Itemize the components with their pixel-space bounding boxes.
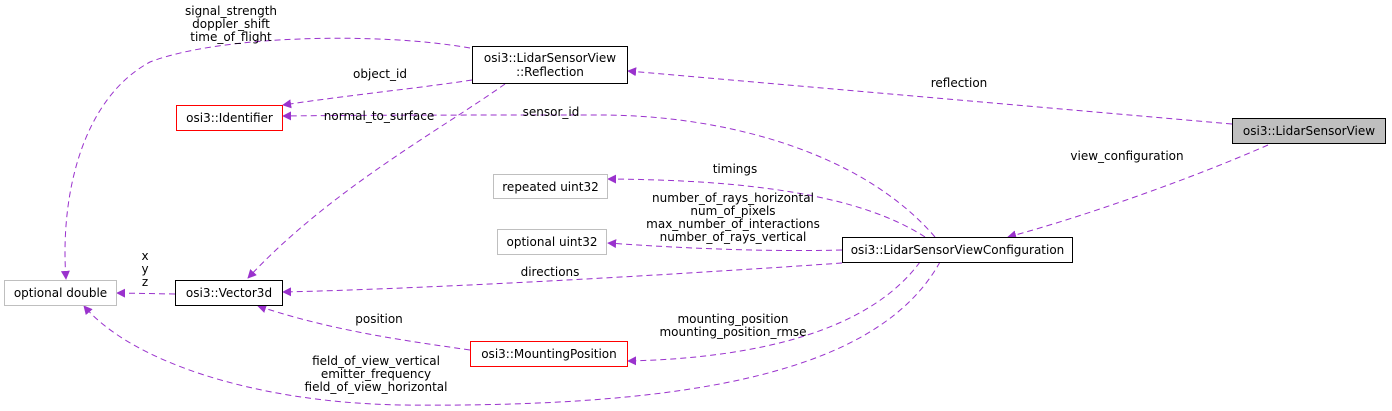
edge-view-configuration: [1007, 144, 1269, 240]
edge-timings: [607, 174, 926, 238]
label-reflection: reflection: [930, 76, 988, 90]
node-repeated-uint32[interactable]: repeated uint32: [493, 174, 608, 199]
edge-object-id: [282, 79, 473, 109]
node-label: osi3::Identifier: [186, 111, 273, 125]
edge-config-doubles: [83, 261, 941, 406]
edge-xyz: [116, 288, 176, 298]
label-sensor-id: sensor_id: [522, 105, 580, 119]
edge-sensor-id: [282, 111, 936, 238]
node-label: optional uint32: [506, 235, 598, 249]
label-mounting-fields: mounting_position mounting_position_rmse: [659, 312, 807, 339]
label-view-configuration: view_configuration: [1070, 149, 1184, 163]
label-normal-to-surface: normal_to_surface: [323, 109, 435, 123]
node-mounting-position[interactable]: osi3::MountingPosition: [470, 341, 628, 367]
edge-reflection-doubles: [60, 37, 471, 280]
edge-directions: [282, 262, 843, 297]
node-label: osi3::LidarSensorView: [483, 51, 617, 65]
label-reflection-doubles: signal_strength doppler_shift time_of_fl…: [184, 4, 278, 44]
label-uint32-fields: number_of_rays_horizontal num_of_pixels …: [646, 191, 820, 244]
label-directions: directions: [520, 265, 580, 279]
edge-position: [257, 304, 471, 351]
node-vector3d[interactable]: osi3::Vector3d: [175, 280, 283, 306]
node-optional-double[interactable]: optional double: [4, 280, 117, 306]
label-object-id: object_id: [353, 67, 407, 81]
label-config-doubles: field_of_view_vertical emitter_frequency…: [304, 354, 448, 394]
edge-uint32: [607, 239, 843, 252]
label-timings: timings: [712, 162, 758, 176]
node-label: repeated uint32: [502, 179, 599, 194]
edge-mounting: [627, 261, 921, 366]
node-optional-uint32[interactable]: optional uint32: [497, 229, 607, 255]
node-reflection[interactable]: osi3::LidarSensorView ::Reflection: [472, 46, 628, 84]
label-xyz: x y z: [141, 249, 149, 289]
node-label: osi3::Vector3d: [185, 286, 273, 300]
edge-reflection: [627, 67, 1233, 125]
node-label: optional double: [13, 286, 108, 300]
label-position: position: [355, 312, 403, 326]
node-label: osi3::MountingPosition: [481, 347, 617, 361]
edge-normal-to-surface: [247, 83, 506, 279]
node-lidar-sensor-view-configuration[interactable]: osi3::LidarSensorViewConfiguration: [842, 237, 1073, 263]
node-identifier[interactable]: osi3::Identifier: [176, 105, 283, 131]
node-label: ::Reflection: [516, 65, 584, 79]
node-lidar-sensor-view[interactable]: osi3::LidarSensorView: [1232, 118, 1386, 144]
node-label: osi3::LidarSensorViewConfiguration: [850, 243, 1065, 257]
node-label: osi3::LidarSensorView: [1242, 124, 1376, 138]
